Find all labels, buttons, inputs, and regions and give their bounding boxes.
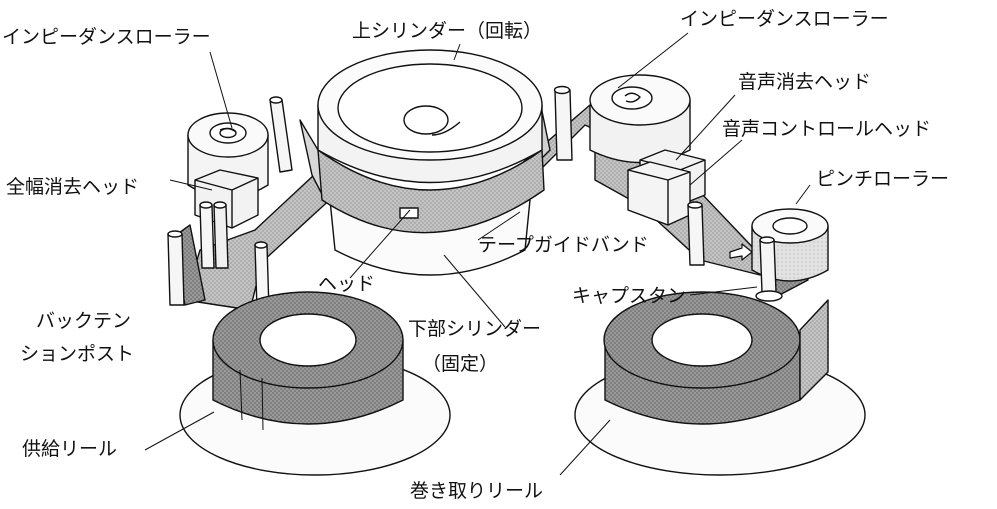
- impedance-roller-right: [589, 74, 691, 164]
- label-head: ヘッド: [318, 273, 376, 295]
- head-drum: [317, 49, 545, 276]
- label-pinch-roller: ピンチローラー: [816, 168, 950, 190]
- label-impedance-roller-left: インピーダンスローラー: [2, 26, 211, 48]
- guide-posts-left: [269, 96, 326, 201]
- label-tape-guide-band: テープガイドバンド: [478, 234, 649, 256]
- guide-post-right-lower: [687, 201, 705, 266]
- label-lower-cylinder-2: （固定）: [422, 353, 499, 375]
- label-lower-cylinder-1: 下部シリンダー: [408, 318, 542, 340]
- capstan: [729, 236, 783, 302]
- label-audio-control-head: 音声コントロールヘッド: [722, 118, 932, 140]
- label-upper-cylinder: 上シリンダー（回転）: [352, 20, 543, 42]
- label-impedance-roller-right: インピーダンスローラー: [680, 8, 889, 30]
- label-supply-reel: 供給リール: [22, 438, 118, 460]
- back-tension-posts: [167, 201, 270, 311]
- label-back-tension-post-2: ションポスト: [20, 343, 135, 365]
- audio-control-head: [627, 161, 691, 226]
- supply-reel: [179, 291, 451, 476]
- leader-lines: [144, 32, 811, 476]
- takeup-reel: [574, 291, 866, 476]
- label-back-tension-post-1: バックテン: [36, 310, 132, 332]
- label-capstan: キャプスタン: [572, 285, 687, 307]
- label-audio-erase-head: 音声消去ヘッド: [738, 71, 872, 93]
- label-full-erase-head: 全幅消去ヘッド: [6, 176, 140, 198]
- label-takeup-reel: 巻き取りリール: [410, 480, 544, 502]
